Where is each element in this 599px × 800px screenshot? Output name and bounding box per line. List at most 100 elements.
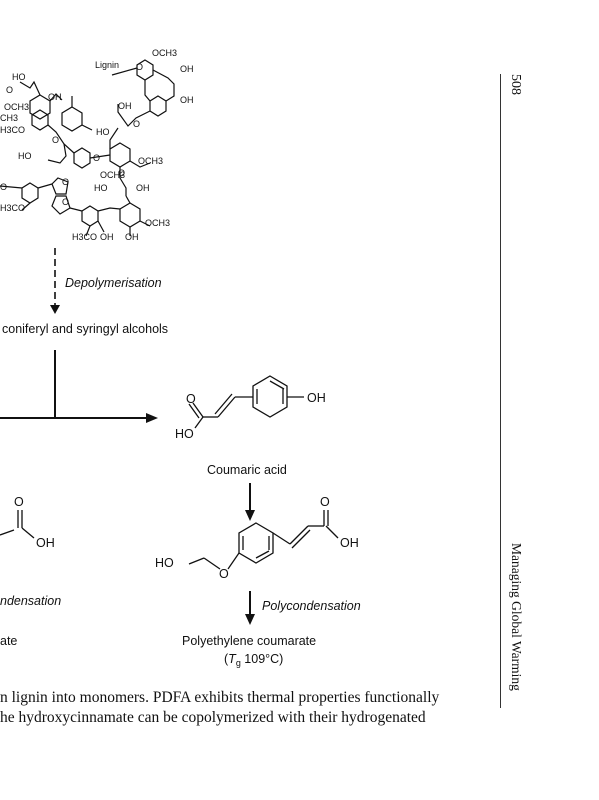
lignin-bond — [139, 220, 151, 227]
lignin-atom-label: OCH3 — [4, 102, 29, 112]
product-tg: (Tg 109°C) — [224, 652, 283, 668]
branching-arrow — [0, 350, 148, 419]
running-head-title: Managing Global Warming — [509, 543, 524, 691]
lignin-atom-label: CH3 — [0, 113, 18, 123]
lignin-atom-label: OCH3 — [100, 170, 125, 180]
lignin-atom-label: OCH3 — [138, 156, 163, 166]
arrow-coumaric-to-ester-head — [245, 510, 255, 521]
lignin-bond — [119, 167, 127, 196]
product-name: Polyethylene coumarate — [182, 634, 316, 648]
partial-step-label: ndensation — [0, 594, 61, 608]
lignin-bond — [47, 124, 75, 154]
lignin-atom-label: H3CO — [0, 203, 25, 213]
lignin-atom-label: OCH3 — [145, 218, 170, 228]
lignin-atom-label: O — [118, 168, 125, 178]
ester-ho-label: HO — [155, 556, 174, 570]
lignin-bond — [144, 80, 151, 102]
lignin-atom-label: OH — [180, 95, 194, 105]
ether-bond — [227, 552, 240, 570]
partial-o-label: O — [14, 495, 24, 509]
ester-o-label: O — [219, 567, 229, 581]
lignin-atom-label: OH — [136, 183, 150, 193]
vinyl-double-bond — [289, 525, 309, 545]
ester-oh-label: OH — [340, 536, 359, 550]
ester-o-top-label: O — [320, 495, 330, 509]
benzene-ring — [238, 522, 274, 564]
benzene-ring — [252, 375, 288, 418]
lignin-atom-label: O — [136, 62, 143, 72]
lignin-atom-label: O — [0, 182, 7, 192]
branch-arrow-head — [146, 413, 158, 423]
lignin-bond — [152, 69, 175, 102]
product-labels: Polyethylene coumarate (Tg 109°C) — [182, 634, 316, 668]
lignin-atom-label: H3CO — [72, 232, 97, 242]
hydroxyethyl-coumarate-structure — [188, 510, 339, 570]
partial-oh-label: OH — [36, 536, 55, 550]
vinyl-double-bond — [291, 529, 311, 549]
lignin-bond — [125, 195, 131, 204]
step-depolymerisation-label: Depolymerisation — [65, 276, 162, 290]
step-polycondensation-label: Polycondensation — [262, 599, 361, 613]
lignin-atom-label: H3CO — [0, 125, 25, 135]
ethylene-bond — [188, 557, 205, 565]
lignin-link-label: Lignin — [95, 60, 119, 70]
coumaric-ho-label: HO — [175, 427, 194, 441]
lignin-bond — [117, 104, 151, 127]
vinyl-double-bond — [214, 393, 233, 415]
lignin-bond — [85, 225, 91, 237]
ring-double-bond — [269, 380, 285, 390]
lignin-structure — [0, 59, 175, 237]
coumaric-acid-name: Coumaric acid — [207, 463, 287, 477]
lignin-atom-label: OH — [125, 232, 139, 242]
lignin-ring — [61, 106, 83, 132]
page-number: 508 — [508, 74, 523, 95]
coumaric-acid-labels: OH O HO Coumaric acid — [175, 391, 326, 477]
dashed-arrow-head — [50, 305, 60, 314]
lignin-atom-labels: Lignin O OCH3 OH OH OH O HO HO O OH OCH3… — [0, 48, 194, 242]
lignin-atom-label: HO — [12, 72, 26, 82]
left-partial-labels: O OH ndensation ate — [0, 495, 61, 648]
carbonyl-bond — [188, 403, 200, 419]
lignin-atom-label: OCH3 — [152, 48, 177, 58]
lignin-atom-label: OH — [100, 232, 114, 242]
acid-hydroxyl-bond — [194, 416, 204, 429]
coumaric-oh-label: OH — [307, 391, 326, 405]
lignin-atom-label: O — [62, 197, 69, 207]
lignin-ring — [81, 205, 99, 227]
hydroxyethyl-coumarate-labels: O OH HO O — [155, 495, 359, 581]
lignin-bond — [129, 160, 151, 168]
lignin-bond — [97, 207, 121, 212]
coumaric-acid-structure — [188, 375, 304, 429]
ring-double-bond — [255, 550, 270, 559]
lignin-atom-label: O — [93, 153, 100, 163]
lignin-atom-label: OH — [48, 92, 62, 102]
lignin-bond — [21, 202, 31, 211]
lignin-bond — [89, 154, 111, 159]
caption-line-2: he hydroxycinnamate can be copolymerized… — [0, 709, 426, 726]
partial-hydroxyl-bond — [21, 527, 35, 539]
lignin-bond — [111, 67, 138, 76]
vinyl-bond — [272, 532, 291, 545]
lignin-atom-label: OH — [118, 101, 132, 111]
lignin-atom-label: HO — [96, 127, 110, 137]
lignin-bond — [97, 220, 105, 233]
partial-chain-bond — [0, 529, 15, 536]
lignin-furan-ring — [51, 177, 69, 195]
lignin-atom-label: HO — [18, 151, 32, 161]
lignin-bond — [109, 127, 119, 149]
lignin-furan-ring — [51, 195, 71, 215]
lignin-bond — [49, 93, 63, 102]
lignin-ring — [21, 182, 39, 204]
lignin-ring — [149, 95, 167, 117]
lignin-ring — [31, 109, 49, 131]
coumaric-o-label: O — [186, 392, 196, 406]
left-partial-structure — [0, 510, 35, 539]
lignin-ring — [109, 142, 131, 168]
lignin-bond — [47, 143, 67, 164]
carbonyl-bond — [192, 402, 204, 418]
lignin-ring — [73, 147, 91, 169]
lignin-ring — [29, 94, 51, 120]
lignin-bond — [19, 80, 41, 96]
